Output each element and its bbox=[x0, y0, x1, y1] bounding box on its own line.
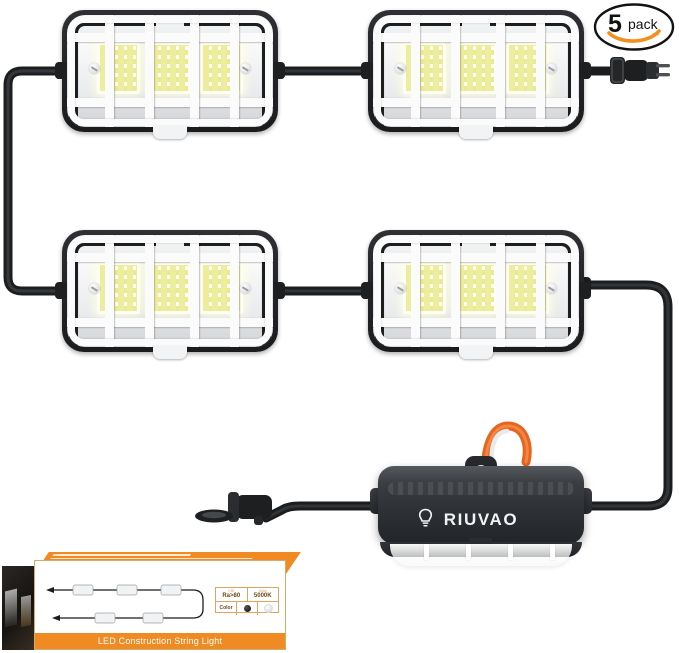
cable-left-loop bbox=[3, 66, 67, 296]
led-panel bbox=[454, 262, 498, 314]
badge-word: pack bbox=[628, 16, 658, 32]
protective-cage bbox=[67, 15, 273, 127]
fixture-foot bbox=[153, 346, 187, 359]
fixture-connector-tab-left bbox=[55, 62, 70, 79]
fixture-face bbox=[67, 15, 273, 127]
box-side-photo-panel bbox=[2, 566, 36, 650]
fixture-top-right[interactable] bbox=[361, 10, 591, 139]
screw-icon bbox=[546, 283, 557, 294]
box-string-diagram bbox=[46, 584, 204, 624]
fixture-foot bbox=[459, 346, 493, 359]
screw-icon bbox=[89, 283, 100, 294]
led-chip-array bbox=[151, 45, 189, 91]
fixture-connector-tab-left bbox=[361, 62, 376, 79]
hub-brand-label: RIUVAO bbox=[443, 510, 519, 529]
spec-row: CRI Ra>80 Color 5000K bbox=[216, 588, 278, 602]
screw-icon bbox=[546, 63, 557, 74]
screw-icon bbox=[240, 283, 251, 294]
fixture-mid-right[interactable] bbox=[361, 230, 591, 359]
led-chip-array bbox=[457, 45, 495, 91]
box-product-name-banner: LED Construction String Light bbox=[35, 633, 285, 649]
protective-cage bbox=[373, 235, 579, 347]
fixture-connector-tab-right bbox=[576, 282, 591, 299]
led-panel bbox=[148, 42, 192, 94]
spec-cell-color-label: Color bbox=[216, 602, 237, 615]
screw-icon bbox=[395, 283, 406, 294]
spec-cell-color-temp: Color 5000K bbox=[248, 588, 279, 601]
hub-body: RIUVAO bbox=[378, 466, 584, 557]
hub-light-diffuser bbox=[390, 544, 572, 566]
fixture-top-left[interactable] bbox=[55, 10, 285, 139]
bulb-logo-icon bbox=[418, 508, 433, 527]
led-panel bbox=[403, 262, 446, 314]
spec-value: Color bbox=[219, 605, 233, 611]
fixture-foot bbox=[153, 126, 187, 139]
badge-count: 5 bbox=[608, 10, 622, 38]
spec-key: CRI bbox=[228, 588, 235, 593]
spec-cell-swatch-light bbox=[258, 602, 278, 615]
fixture-connector-tab-right bbox=[270, 282, 285, 299]
color-swatch-dark-icon bbox=[243, 605, 251, 612]
color-swatch-light-icon bbox=[263, 604, 273, 613]
protective-cage bbox=[67, 235, 273, 347]
spec-cell-swatch-dark bbox=[237, 602, 258, 615]
spec-cell-cri: CRI Ra>80 bbox=[216, 588, 248, 601]
cable-hub-lead bbox=[261, 501, 383, 523]
socket-connector-icon bbox=[195, 492, 272, 525]
box-spec-table: CRI Ra>80 Color 5000K Color bbox=[215, 587, 279, 615]
fixture-face bbox=[373, 235, 579, 347]
fixture-connector-tab-right bbox=[576, 62, 591, 79]
spec-value: 5000K bbox=[253, 593, 272, 600]
cable-right-loop bbox=[579, 280, 673, 511]
five-pack-badge: 5 pack bbox=[592, 2, 676, 52]
screw-icon bbox=[89, 63, 100, 74]
hub-vent-ridge bbox=[388, 482, 574, 495]
spec-value: Ra>80 bbox=[222, 593, 241, 600]
led-panel bbox=[148, 262, 192, 314]
led-chip-array bbox=[151, 265, 189, 311]
spec-key: Color bbox=[258, 588, 267, 593]
fixture-face bbox=[67, 235, 273, 347]
fixture-foot bbox=[459, 126, 493, 139]
fixture-connector-tab-left bbox=[361, 282, 376, 299]
spec-row: Color bbox=[216, 602, 278, 615]
protective-cage bbox=[373, 15, 579, 127]
led-chip-array bbox=[457, 265, 495, 311]
power-hub[interactable]: RIUVAO bbox=[370, 452, 592, 566]
fixture-face bbox=[373, 15, 579, 127]
fixture-connector-tab-left bbox=[55, 282, 70, 299]
power-plug-icon bbox=[610, 57, 670, 84]
screw-icon bbox=[395, 63, 406, 74]
led-panel bbox=[454, 42, 498, 94]
fixture-connector-tab-right bbox=[270, 62, 285, 79]
fixture-mid-left[interactable] bbox=[55, 230, 285, 359]
retail-package[interactable]: CRI Ra>80 Color 5000K Color bbox=[2, 552, 301, 650]
screw-icon bbox=[240, 63, 251, 74]
